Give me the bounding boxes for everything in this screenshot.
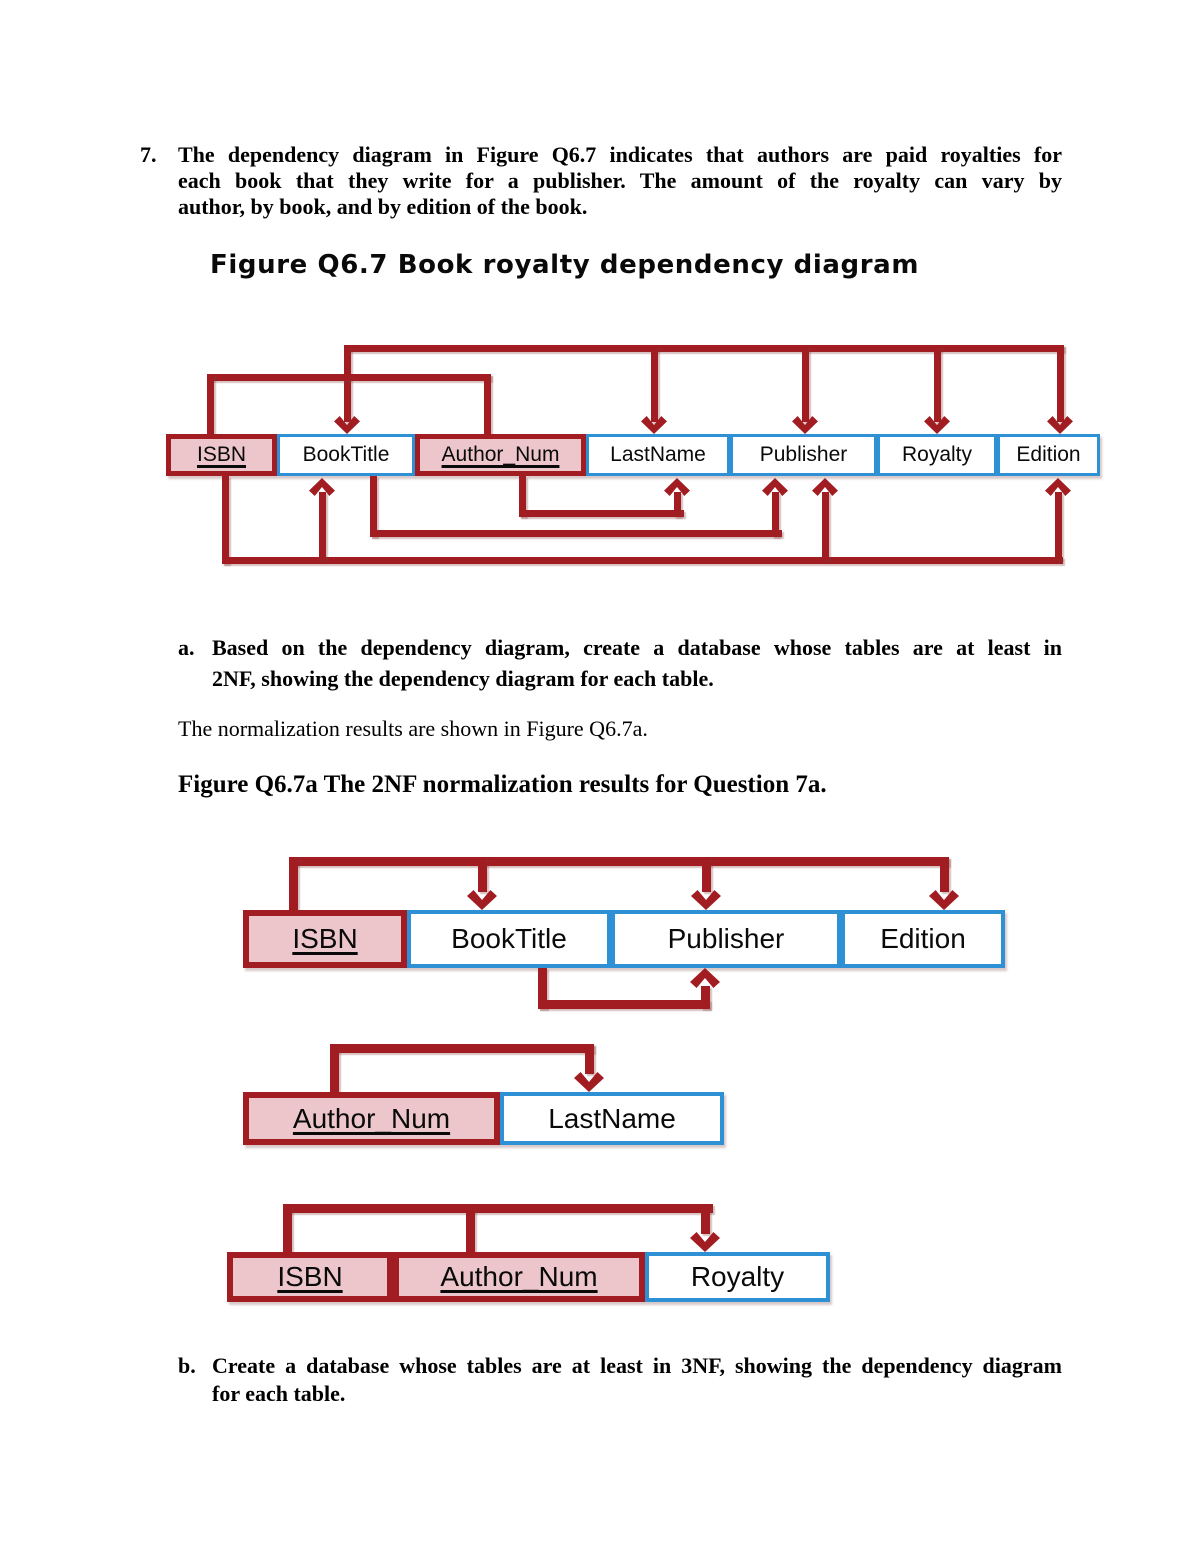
dependency-line <box>370 530 782 537</box>
paragraph-line: The dependency diagram in Figure Q6.7 in… <box>178 142 1062 167</box>
dependency-line <box>519 476 526 517</box>
dependency-line <box>538 1000 710 1009</box>
field-box-royalty: Royalty <box>877 434 997 476</box>
field-box-booktitle: BookTitle <box>407 910 611 968</box>
item-7-number: 7. <box>140 142 157 167</box>
bracket-leg <box>289 857 298 910</box>
figure-q67a-title: Figure Q6.7a The 2NF normalization resul… <box>178 771 827 798</box>
bracket-leg <box>330 1044 339 1092</box>
field-label: Author_Num <box>441 443 560 466</box>
field-box-isbn: ISBN <box>243 910 407 968</box>
arrow-shaft <box>701 1204 710 1234</box>
dependency-line <box>344 345 1064 352</box>
field-box-royalty: Royalty <box>645 1252 830 1302</box>
dependency-line <box>222 557 1063 564</box>
dependency-line <box>330 1044 594 1053</box>
dependency-line <box>222 476 229 564</box>
field-label: Edition <box>880 923 966 954</box>
arrowhead-up-icon <box>690 968 720 988</box>
field-label: BookTitle <box>302 443 390 466</box>
field-label: Author_Num <box>440 1261 598 1292</box>
field-box-author-num: Author_Num <box>393 1252 645 1302</box>
item-a-paragraph: a. Based on the dependency diagram, crea… <box>178 632 1062 694</box>
arrow-shaft <box>701 986 710 1009</box>
field-box-isbn: ISBN <box>227 1252 393 1302</box>
arrow-shaft <box>934 345 941 422</box>
field-label: Publisher <box>667 923 785 954</box>
arrow-shaft <box>651 345 658 422</box>
arrow-shaft <box>585 1044 594 1074</box>
field-label: Royalty <box>690 1261 785 1292</box>
arrow-shaft <box>702 857 711 892</box>
arrow-shaft <box>1055 492 1062 560</box>
bracket-leg <box>466 1204 475 1252</box>
arrowhead-down-icon <box>691 890 721 910</box>
bracket-leg <box>207 374 214 434</box>
figure-q67-title: Figure Q6.7 Book royalty dependency diag… <box>210 250 920 280</box>
arrow-shaft <box>674 492 681 517</box>
arrow-shaft <box>772 492 779 537</box>
normalization-note: The normalization results are shown in F… <box>178 716 648 741</box>
paragraph-line: Create a database whose tables are at le… <box>212 1353 1062 1378</box>
composite-key-bracket <box>283 1204 713 1213</box>
paragraph-line: each book that they write for a publishe… <box>178 168 1062 193</box>
field-label: BookTitle <box>451 923 567 954</box>
bracket-leg <box>484 374 491 434</box>
paragraph-line: Based on the dependency diagram, create … <box>212 635 1062 660</box>
field-label: LastName <box>610 443 706 466</box>
field-label: Edition <box>1016 443 1081 466</box>
dependency-line <box>370 476 377 537</box>
field-label: ISBN <box>196 443 246 466</box>
arrow-shaft <box>344 345 351 422</box>
arrow-shaft <box>802 345 809 422</box>
field-label: Publisher <box>759 443 848 466</box>
arrowhead-down-icon <box>467 890 497 910</box>
arrowhead-down-icon <box>574 1072 604 1092</box>
field-label: ISBN <box>292 923 358 954</box>
item-a-number: a. <box>178 635 195 660</box>
problem-7-paragraph: 7. The dependency diagram in Figure Q6.7… <box>140 142 1062 220</box>
composite-key-bracket <box>207 374 491 381</box>
dependency-line <box>289 857 949 866</box>
arrow-shaft <box>478 857 487 892</box>
arrow-shaft <box>1057 345 1064 422</box>
field-label: LastName <box>548 1102 676 1134</box>
field-box-publisher: Publisher <box>611 910 841 968</box>
field-label: ISBN <box>277 1261 343 1292</box>
arrowhead-down-icon <box>690 1232 720 1252</box>
field-box-lastname: LastName <box>500 1092 724 1145</box>
paragraph-line: for each table. <box>212 1381 346 1406</box>
field-label: Royalty <box>901 443 973 466</box>
arrow-shaft <box>822 492 829 560</box>
dependency-line <box>538 968 547 1009</box>
paragraph-line: 2NF, showing the dependency diagram for … <box>212 666 714 691</box>
bracket-leg <box>283 1204 292 1252</box>
field-box-author-num: Author_Num <box>415 434 586 476</box>
field-box-booktitle: BookTitle <box>277 434 415 476</box>
arrowhead-down-icon <box>929 890 959 910</box>
dependency-line <box>519 510 684 517</box>
field-box-author-num: Author_Num <box>243 1092 500 1145</box>
field-box-edition: Edition <box>997 434 1100 476</box>
paragraph-line: author, by book, and by edition of the b… <box>178 194 588 219</box>
arrow-shaft <box>319 492 326 560</box>
item-b-number: b. <box>178 1353 196 1378</box>
arrow-shaft <box>940 857 949 892</box>
field-box-edition: Edition <box>841 910 1005 968</box>
field-label: Author_Num <box>292 1102 451 1134</box>
field-box-lastname: LastName <box>586 434 730 476</box>
field-box-publisher: Publisher <box>730 434 877 476</box>
item-b-paragraph: b. Create a database whose tables are at… <box>178 1352 1062 1408</box>
field-box-isbn: ISBN <box>166 434 277 476</box>
